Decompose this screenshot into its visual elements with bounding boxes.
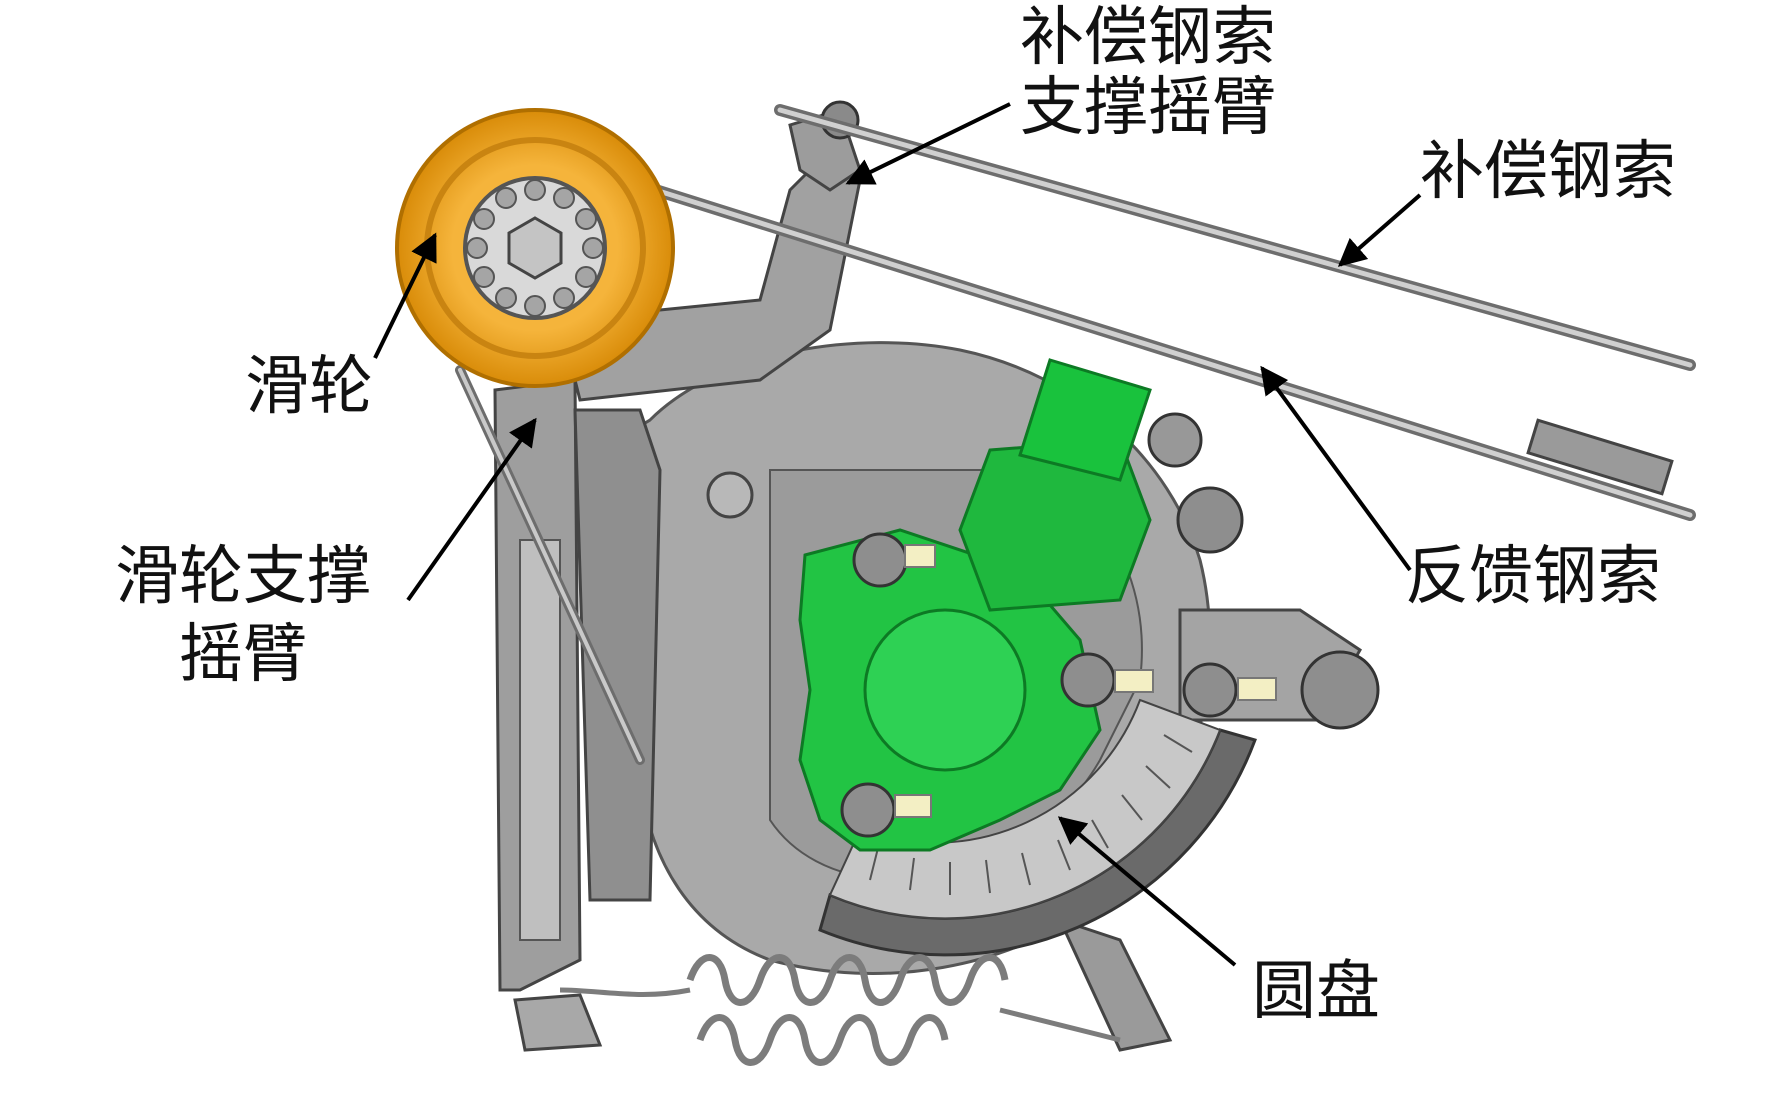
label-comp-cable: 补偿钢索 bbox=[1420, 135, 1676, 209]
bracket-top-cylinder bbox=[1018, 358, 1152, 482]
label-pulley-arm-line2: 摇臂 bbox=[179, 618, 307, 692]
feedback-fitting bbox=[1526, 418, 1674, 496]
bracket-hub bbox=[863, 608, 1027, 772]
disc-tick-marks bbox=[869, 734, 1193, 895]
label-comp-cable-arm: 补偿钢索 支撑摇臂 bbox=[1020, 6, 1276, 140]
left-plate-slot bbox=[519, 539, 561, 941]
springs bbox=[559, 954, 1121, 1066]
bottom-foot bbox=[513, 993, 603, 1052]
spring-coil bbox=[686, 954, 1009, 1006]
bolt-3 bbox=[840, 782, 896, 838]
bolt-tab-3 bbox=[894, 794, 932, 818]
pulley bbox=[395, 108, 675, 388]
bolt-tab-1 bbox=[904, 544, 936, 568]
arrow-disc bbox=[1057, 816, 1237, 967]
spring-hook bbox=[559, 987, 691, 997]
green-bracket bbox=[798, 358, 1277, 852]
upper-right-knob bbox=[1176, 486, 1244, 554]
cables bbox=[416, 104, 1696, 765]
bolt-4 bbox=[1182, 662, 1238, 718]
disc bbox=[818, 698, 1257, 957]
pulley-balls bbox=[466, 179, 604, 317]
spring-coil-2 bbox=[696, 1014, 949, 1066]
center-plate bbox=[573, 408, 662, 902]
right-knob bbox=[1300, 650, 1380, 730]
lower-bracket bbox=[1057, 917, 1173, 1052]
pulley-hex-hub bbox=[507, 216, 563, 280]
bolt-2 bbox=[1060, 652, 1116, 708]
spring-hook-2 bbox=[999, 1007, 1121, 1043]
upper-knob-2 bbox=[1147, 412, 1203, 468]
label-comp-cable-arm-line1: 补偿钢索 bbox=[1020, 1, 1276, 75]
bolt-tab-4 bbox=[1237, 677, 1277, 701]
arrow-pulley-arm bbox=[406, 417, 537, 602]
arrow-feedback-cable bbox=[1260, 365, 1412, 572]
label-pulley-arm-line1: 滑轮支撑 bbox=[115, 540, 371, 614]
disc-dial-face bbox=[828, 698, 1222, 920]
arrow-pulley bbox=[373, 232, 437, 359]
label-disc: 圆盘 bbox=[1252, 955, 1380, 1029]
label-pulley-arm: 滑轮支撑 摇臂 bbox=[115, 545, 371, 687]
arrow-comp-cable bbox=[1337, 193, 1422, 267]
bolt-1 bbox=[852, 532, 908, 588]
callout-arrows bbox=[373, 102, 1422, 967]
arrow-comp-arm bbox=[845, 102, 1011, 185]
bolt-tab-2 bbox=[1114, 669, 1154, 693]
label-feedback-cable: 反馈钢索 bbox=[1405, 540, 1661, 614]
label-comp-cable-arm-line2: 支撑摇臂 bbox=[1020, 71, 1276, 145]
label-pulley: 滑轮 bbox=[245, 350, 373, 424]
housing-hole bbox=[706, 471, 754, 519]
